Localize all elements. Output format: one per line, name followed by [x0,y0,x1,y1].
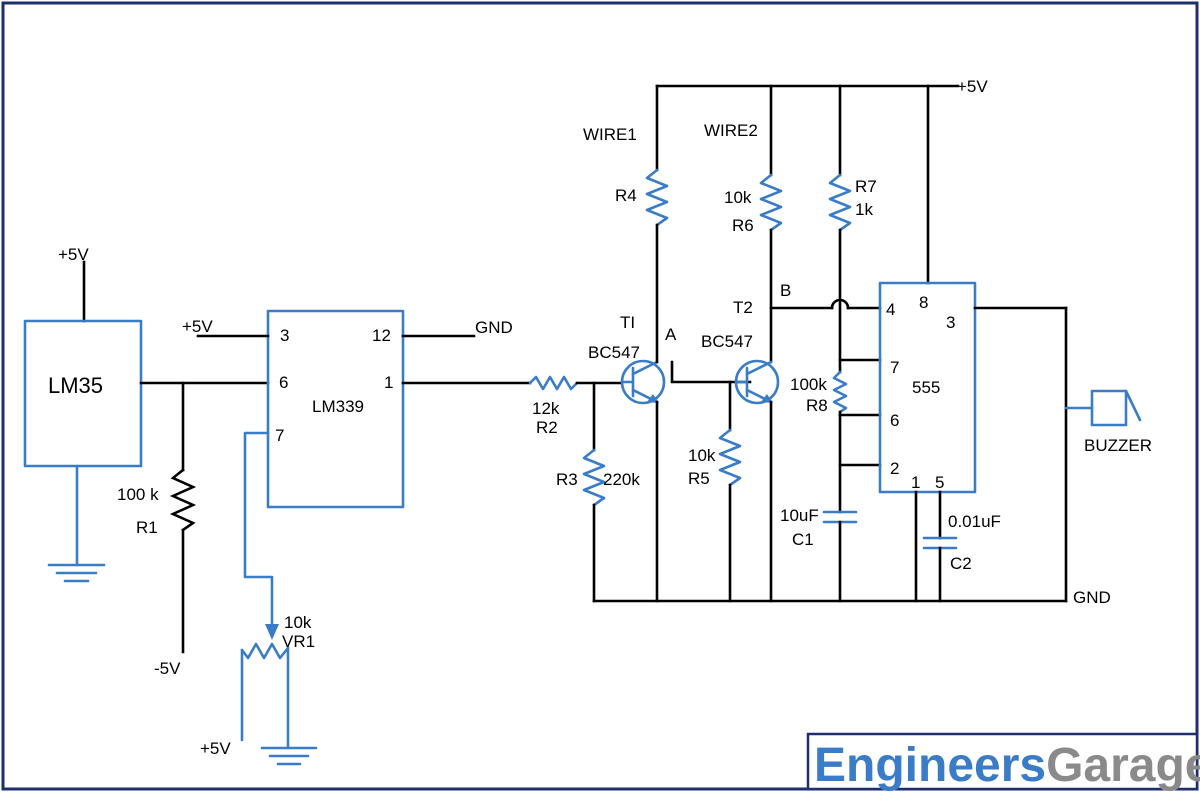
label-node-b: B [780,281,791,300]
label-r2: R2 [536,418,558,437]
label-gnd-right: GND [1073,588,1111,607]
t1-transistor [620,359,666,405]
label-pin7-555: 7 [890,358,899,377]
ic-555-timer [878,281,977,494]
node-a-to-t2-base-wire [670,360,752,384]
svg-text:EngineersGarage: EngineersGarage [814,739,1200,792]
label-pin6: 6 [279,373,288,392]
label-r2-value: 12k [532,399,560,418]
label-gnd-top: GND [475,318,513,337]
r7-resistor [828,173,852,232]
ground-symbol-lm35 [47,563,106,583]
label-vr1-value: 10k [284,613,312,632]
label-pin1-555: 1 [911,473,920,492]
label-pin8: 8 [919,293,928,312]
label-c1-value: 10uF [780,506,819,525]
r6-resistor [759,173,783,232]
label-neg5v: -5V [154,659,181,678]
label-t2-type: BC547 [701,332,753,351]
label-vcc-lm35: +5V [58,245,89,264]
r4-resistor [645,168,669,227]
label-pin3-555: 3 [946,313,955,332]
r5-resistor [718,428,742,487]
label-node-a: A [665,325,677,344]
label-pin6-555: 6 [890,411,899,430]
label-r4: R4 [615,186,637,205]
buzzer-horn [1124,389,1142,422]
r3-resistor [582,448,606,507]
label-r7-value: 1k [855,200,873,219]
label-pin7: 7 [275,426,284,445]
label-r3: R3 [556,470,578,489]
label-pin4: 4 [886,300,895,319]
label-c1: C1 [792,530,814,549]
label-r5-value: 10k [688,446,716,465]
logo-garage: Garage [1046,739,1200,792]
label-t1-type: BC547 [588,343,640,362]
label-ic555: 555 [912,378,940,397]
label-vr1: VR1 [282,632,315,651]
lm339-pin7-wire [243,431,274,627]
lm339-comparator [266,309,405,509]
label-vcc-vr1: +5V [200,739,231,758]
label-r6-value: 10k [724,188,752,207]
engineersgarage-logo: EngineersGarage [806,732,1200,792]
r1-resistor [169,468,197,532]
lm35-sensor [23,319,143,468]
label-c2: C2 [950,554,972,573]
logo-engineers: Engineers [814,739,1046,792]
label-c2-value: 0.01uF [948,512,1001,531]
label-pin5-555: 5 [935,473,944,492]
label-r1: R1 [136,518,158,537]
label-wire1: WIRE1 [583,125,637,144]
label-r6: R6 [732,216,754,235]
label-r8: R8 [806,396,828,415]
label-wire2: WIRE2 [704,121,758,140]
label-buzzer: BUZZER [1084,436,1152,455]
ground-symbol-vr1 [260,746,318,766]
t2-transistor [734,359,780,405]
label-t1: TI [620,313,635,332]
label-r5: R5 [688,469,710,488]
label-r7: R7 [855,177,877,196]
label-pin12: 12 [372,326,391,345]
label-r3-value: 220k [603,470,640,489]
label-vcc-top: +5V [957,77,988,96]
label-pin1: 1 [384,373,393,392]
label-t2: T2 [733,298,753,317]
r8-resistor [832,370,848,414]
vr1-potentiometer [240,642,290,660]
label-vcc-pin3: +5V [182,317,213,336]
vr1-wiper-arrow [265,624,279,640]
r2-resistor [528,375,579,391]
label-lm35: LM35 [48,373,103,398]
label-pin3: 3 [280,326,289,345]
label-pin2-555: 2 [890,459,899,478]
label-lm339: LM339 [312,397,364,416]
label-r8-value: 100k [790,375,827,394]
buzzer [1090,389,1128,427]
label-r1-value: 100 k [117,485,159,504]
